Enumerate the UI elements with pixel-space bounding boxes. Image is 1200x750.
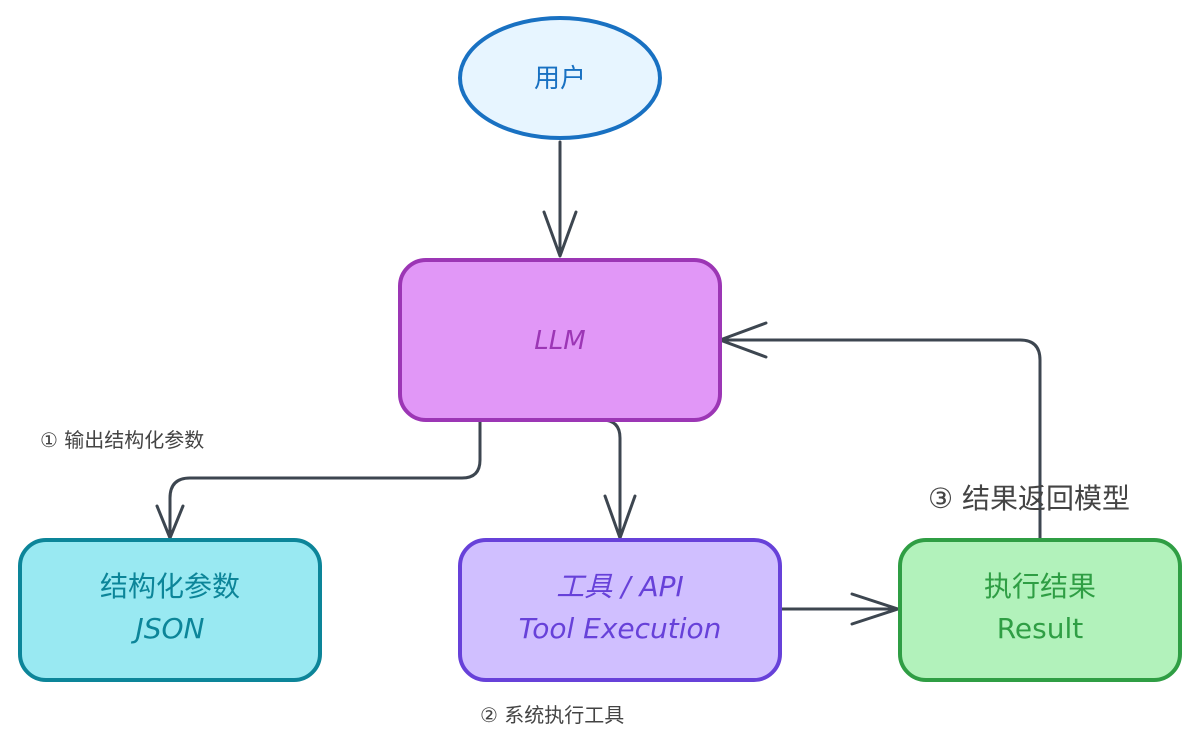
arrow-tool-to-result (780, 592, 900, 626)
structured-box (18, 538, 322, 682)
arrow-llm-to-structured (155, 420, 482, 540)
llm-box (398, 258, 722, 422)
node-user: 用户 (458, 16, 662, 140)
node-structured-params: 结构化参数 JSON (18, 538, 322, 682)
arrow-user-to-llm (542, 140, 578, 258)
step2-label: ② 系统执行工具 (480, 703, 624, 727)
user-label: 用户 (534, 64, 586, 94)
user-ellipse (458, 16, 662, 140)
tool-line1: 工具 / API (556, 570, 684, 603)
result-line2: Result (997, 612, 1084, 645)
node-result: 执行结果 Result (898, 538, 1182, 682)
step3-label: ③ 结果返回模型 (928, 482, 1130, 515)
node-tool: 工具 / API Tool Execution (458, 538, 782, 682)
node-llm: LLM (398, 258, 722, 422)
result-box (898, 538, 1182, 682)
llm-label: LLM (534, 326, 585, 356)
structured-line1: 结构化参数 (100, 570, 240, 603)
tool-line2: Tool Execution (519, 612, 722, 645)
structured-line2: JSON (130, 612, 204, 645)
result-line1: 执行结果 (984, 570, 1096, 603)
tool-box (458, 538, 782, 682)
arrow-llm-to-tool (560, 418, 637, 540)
step1-label: ① 输出结构化参数 (40, 428, 204, 452)
